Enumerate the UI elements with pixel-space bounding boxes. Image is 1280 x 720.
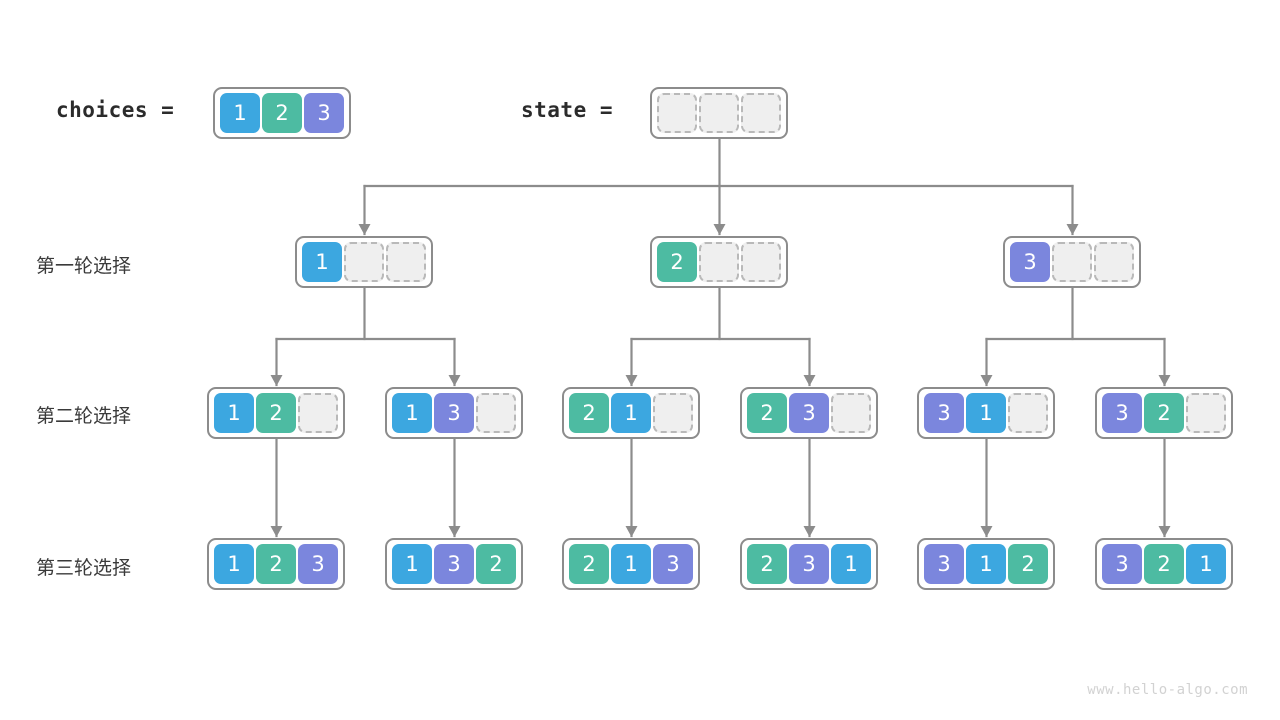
node-round-1-2-cell-2 (741, 242, 781, 282)
node-round-3-3-cell-1: 1 (611, 544, 651, 584)
state-cell-0 (657, 93, 697, 133)
node-round-3-5-cell-1: 1 (966, 544, 1006, 584)
node-round-2-2-cell-1: 3 (434, 393, 474, 433)
row-label-round-3: 第三轮选择 (36, 557, 132, 579)
node-round-2-5-cell-2 (1008, 393, 1048, 433)
node-round-3-5-cell-2: 2 (1008, 544, 1048, 584)
node-round-3-2-cell-0: 1 (392, 544, 432, 584)
watermark: www.hello-algo.com (1087, 682, 1248, 698)
node-round-2-6-cell-0: 3 (1102, 393, 1142, 433)
row-label-round-1: 第一轮选择 (36, 255, 132, 277)
node-round-3-3-cell-0: 2 (569, 544, 609, 584)
node-round-2-6-cell-1: 2 (1144, 393, 1184, 433)
node-round-1-1-cell-0: 1 (302, 242, 342, 282)
node-round-2-4-cell-2 (831, 393, 871, 433)
node-round-2-3-cell-0: 2 (569, 393, 609, 433)
node-round-1-3: 3 (1003, 236, 1141, 288)
node-round-3-6-cell-2: 1 (1186, 544, 1226, 584)
node-round-1-1-cell-2 (386, 242, 426, 282)
node-round-3-4-cell-0: 2 (747, 544, 787, 584)
node-round-1-1: 1 (295, 236, 433, 288)
node-round-3-2-cell-2: 2 (476, 544, 516, 584)
node-round-2-2-cell-2 (476, 393, 516, 433)
choices-label: choices = (56, 98, 175, 122)
node-round-3-6-cell-1: 2 (1144, 544, 1184, 584)
node-round-1-3-cell-0: 3 (1010, 242, 1050, 282)
node-round-3-1-cell-0: 1 (214, 544, 254, 584)
node-round-2-5-cell-1: 1 (966, 393, 1006, 433)
node-round-2-2-cell-0: 1 (392, 393, 432, 433)
choices-cell-1: 2 (262, 93, 302, 133)
choices-cell-0: 1 (220, 93, 260, 133)
node-round-1-2-cell-1 (699, 242, 739, 282)
node-round-3-1-cell-2: 3 (298, 544, 338, 584)
choices-cell-2: 3 (304, 93, 344, 133)
node-round-2-1-cell-0: 1 (214, 393, 254, 433)
node-round-3-4-cell-2: 1 (831, 544, 871, 584)
node-round-2-4-cell-1: 3 (789, 393, 829, 433)
state-label: state = (521, 98, 614, 122)
node-round-2-4-cell-0: 2 (747, 393, 787, 433)
node-round-3-6-cell-0: 3 (1102, 544, 1142, 584)
node-round-3-2-cell-1: 3 (434, 544, 474, 584)
node-round-1-3-cell-1 (1052, 242, 1092, 282)
node-round-3-4-cell-1: 3 (789, 544, 829, 584)
node-round-1-1-cell-1 (344, 242, 384, 282)
node-round-3-5-cell-0: 3 (924, 544, 964, 584)
node-round-2-3-cell-1: 1 (611, 393, 651, 433)
state-cell-2 (741, 93, 781, 133)
node-round-2-5-cell-0: 3 (924, 393, 964, 433)
node-round-2-3-cell-2 (653, 393, 693, 433)
state-cell-1 (699, 93, 739, 133)
node-round-1-2: 2 (650, 236, 788, 288)
node-round-3-1-cell-1: 2 (256, 544, 296, 584)
row-label-round-2: 第二轮选择 (36, 405, 132, 427)
node-round-3-3-cell-2: 3 (653, 544, 693, 584)
node-round-2-1-cell-1: 2 (256, 393, 296, 433)
node-round-2-6-cell-2 (1186, 393, 1226, 433)
node-round-1-2-cell-0: 2 (657, 242, 697, 282)
node-round-2-1-cell-2 (298, 393, 338, 433)
node-round-1-3-cell-2 (1094, 242, 1134, 282)
state-array (650, 87, 788, 139)
